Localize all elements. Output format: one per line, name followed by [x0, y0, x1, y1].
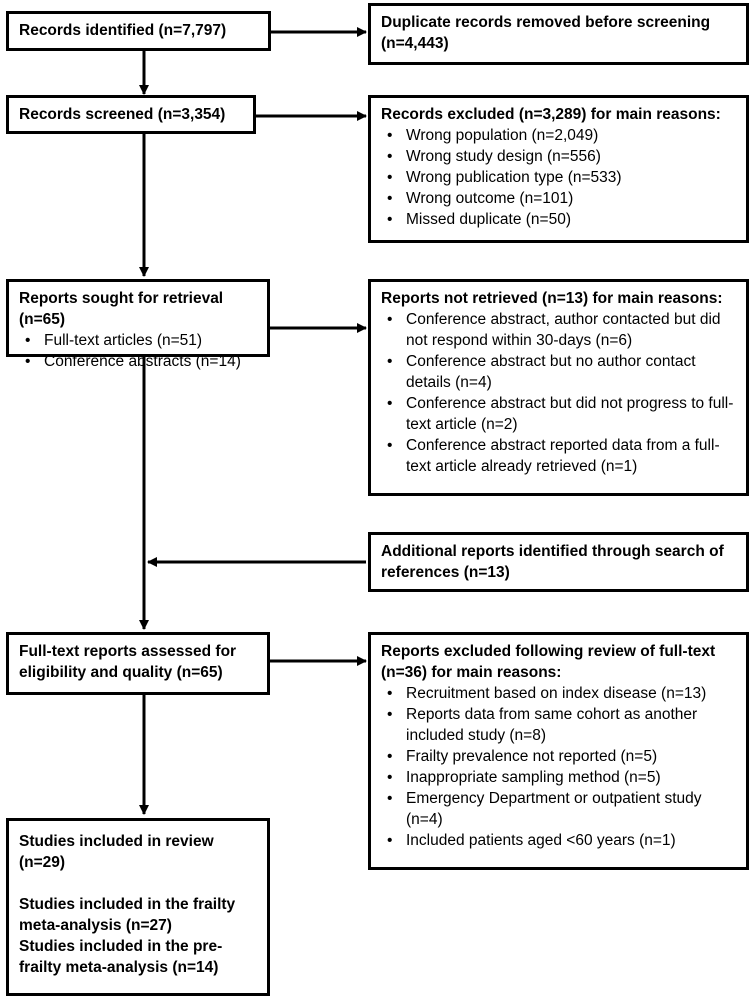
list-item: Conference abstract reported data from a…	[381, 435, 738, 477]
fulltext-excluded-box: Reports excluded following review of ful…	[368, 632, 749, 870]
list-item: Conference abstract but no author contac…	[381, 351, 738, 393]
studies-included-frailty: Studies included in the frailty meta-ana…	[19, 896, 236, 934]
reports-sought-box: Reports sought for retrieval (n=65) Full…	[6, 279, 270, 372]
list-item: Conference abstract, author contacted bu…	[381, 309, 738, 351]
reports-not-retrieved-list: Conference abstract, author contacted bu…	[381, 309, 738, 477]
reports-not-retrieved-title: Reports not retrieved (n=13) for main re…	[381, 290, 723, 307]
list-item: Wrong outcome (n=101)	[381, 188, 738, 209]
list-item: Conference abstract but did not progress…	[381, 393, 738, 435]
reports-not-retrieved-box: Reports not retrieved (n=13) for main re…	[368, 279, 749, 496]
list-item: Missed duplicate (n=50)	[381, 209, 738, 230]
fulltext-excluded-list: Recruitment based on index disease (n=13…	[381, 683, 738, 851]
fulltext-excluded-title: Reports excluded following review of ful…	[381, 643, 716, 681]
list-item: Full-text articles (n=51)	[19, 330, 259, 351]
records-screened-box: Records screened (n=3,354)	[6, 95, 256, 134]
list-item: Conference abstracts (n=14)	[19, 351, 259, 372]
studies-included-review: Studies included in review (n=29)	[19, 833, 214, 871]
reports-sought-list: Full-text articles (n=51) Conference abs…	[19, 330, 259, 372]
additional-reports-title: Additional reports identified through se…	[381, 543, 724, 581]
list-item: Wrong publication type (n=533)	[381, 167, 738, 188]
list-item: Inappropriate sampling method (n=5)	[381, 767, 738, 788]
list-item: Emergency Department or outpatient study…	[381, 788, 738, 830]
duplicates-removed-title: Duplicate records removed before screeni…	[381, 14, 711, 52]
records-screened-title: Records screened (n=3,354)	[19, 106, 226, 123]
list-item: Included patients aged <60 years (n=1)	[381, 830, 738, 851]
studies-included-prefrailty: Studies included in the pre-frailty meta…	[19, 938, 223, 976]
records-excluded-box: Records excluded (n=3,289) for main reas…	[368, 95, 749, 243]
additional-reports-box: Additional reports identified through se…	[368, 532, 749, 592]
list-item: Wrong population (n=2,049)	[381, 125, 738, 146]
fulltext-assessed-title: Full-text reports assessed for eligibili…	[19, 643, 237, 681]
records-identified-box: Records identified (n=7,797)	[6, 11, 271, 51]
reports-sought-title: Reports sought for retrieval (n=65)	[19, 290, 224, 328]
records-excluded-title: Records excluded (n=3,289) for main reas…	[381, 106, 721, 123]
list-item: Reports data from same cohort as another…	[381, 704, 738, 746]
records-excluded-list: Wrong population (n=2,049) Wrong study d…	[381, 125, 738, 230]
list-item: Frailty prevalence not reported (n=5)	[381, 746, 738, 767]
records-identified-title: Records identified (n=7,797)	[19, 22, 227, 39]
studies-included-box: Studies included in review (n=29) Studie…	[6, 818, 270, 996]
list-item: Recruitment based on index disease (n=13…	[381, 683, 738, 704]
fulltext-assessed-box: Full-text reports assessed for eligibili…	[6, 632, 270, 695]
duplicates-removed-box: Duplicate records removed before screeni…	[368, 3, 749, 65]
list-item: Wrong study design (n=556)	[381, 146, 738, 167]
